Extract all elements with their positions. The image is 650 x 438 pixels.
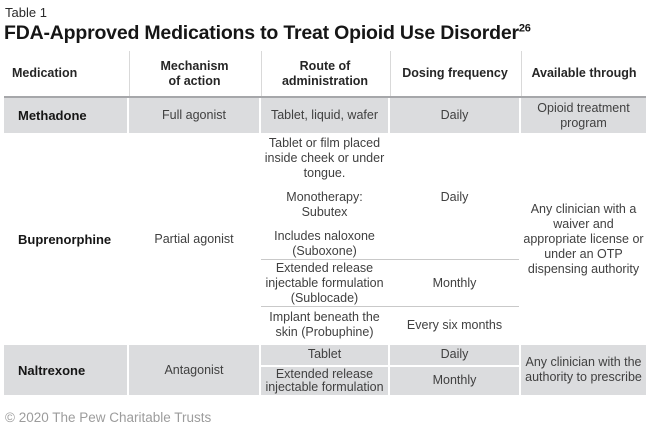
col-header-route-label: Route of administration: [281, 58, 369, 88]
buprenorphine-route-implant: Implant beneath the skin (Probuphine): [261, 307, 388, 343]
page-title: FDA-Approved Medications to Treat Opioid…: [4, 22, 650, 45]
naltrexone-subrow-injectable: Extended release injectable formulation …: [261, 367, 519, 395]
naltrexone-route-injectable: Extended release injectable formulation: [261, 367, 388, 395]
buprenorphine-route-dosing-group: Tablet or film placed inside cheek or un…: [261, 135, 519, 343]
buprenorphine-name: Buprenorphine: [18, 231, 112, 247]
table-header-row: Medication Mechanism of action Route of …: [4, 51, 646, 98]
methadone-name: Methadone: [4, 98, 127, 133]
buprenorphine-subrow-implant: Implant beneath the skin (Probuphine) Ev…: [261, 306, 519, 343]
medications-table: Medication Mechanism of action Route of …: [4, 51, 646, 395]
col-header-dosing: Dosing frequency: [390, 51, 519, 96]
col-header-available: Available through: [521, 51, 646, 96]
report-table-page: Table 1 FDA-Approved Medications to Trea…: [0, 5, 650, 438]
col-header-medication: Medication: [12, 66, 78, 80]
buprenorphine-dosing-implant: Every six months: [406, 318, 503, 332]
page-title-text: FDA-Approved Medications to Treat Opioid…: [4, 22, 519, 44]
table-row-buprenorphine: Buprenorphine Partial agonist Tablet or …: [4, 135, 646, 343]
table-label: Table 1: [5, 5, 47, 20]
buprenorphine-available: Any clinician with a waiver and appropri…: [523, 201, 644, 276]
buprenorphine-dosing-injectable: Monthly: [432, 276, 477, 290]
naltrexone-subrow-tablet: Tablet Daily: [261, 345, 519, 365]
buprenorphine-subrow-oral: Tablet or film placed inside cheek or un…: [261, 135, 519, 259]
buprenorphine-subrow-injectable: Extended release injectable formulation …: [261, 259, 519, 306]
col-header-route: Route of administration: [261, 51, 388, 96]
naltrexone-dosing-injectable: Monthly: [390, 367, 519, 395]
methadone-mechanism: Full agonist: [129, 98, 259, 133]
route-paragraph: Implant beneath the skin (Probuphine): [269, 310, 380, 339]
naltrexone-dosing-tablet: Daily: [390, 345, 519, 365]
naltrexone-route-dosing-group: Tablet Daily Extended release injectable…: [261, 345, 519, 395]
buprenorphine-route-oral: Tablet or film placed inside cheek or un…: [261, 135, 388, 259]
naltrexone-route-tablet: Tablet: [261, 345, 388, 365]
naltrexone-name: Naltrexone: [4, 345, 127, 395]
naltrexone-mechanism: Antagonist: [129, 345, 259, 395]
col-header-mechanism-label: Mechanism of action: [160, 58, 229, 88]
table-row-methadone: Methadone Full agonist Tablet, liquid, w…: [4, 98, 646, 133]
col-header-mechanism: Mechanism of action: [129, 51, 259, 96]
copyright-footer: © 2020 The Pew Charitable Trusts: [5, 410, 212, 425]
route-paragraph: Includes naloxone (Suboxone): [274, 228, 375, 258]
table-row-naltrexone: Naltrexone Antagonist Tablet Daily Exten…: [4, 345, 646, 395]
route-paragraph: Extended release injectable formulation …: [265, 260, 384, 305]
methadone-available: Opioid treatment program: [521, 98, 646, 133]
buprenorphine-route-injectable: Extended release injectable formulation …: [261, 260, 388, 306]
buprenorphine-mechanism: Partial agonist: [154, 231, 234, 246]
naltrexone-available: Any clinician with the authority to pres…: [521, 345, 646, 395]
title-footnote-superscript: 26: [518, 22, 531, 35]
buprenorphine-dosing-oral: Daily: [440, 190, 469, 204]
methadone-route: Tablet, liquid, wafer: [261, 98, 388, 133]
route-paragraph: Tablet or film placed inside cheek or un…: [264, 135, 385, 180]
route-paragraph: Monotherapy: Subutex: [286, 189, 363, 219]
methadone-dosing: Daily: [390, 98, 519, 133]
